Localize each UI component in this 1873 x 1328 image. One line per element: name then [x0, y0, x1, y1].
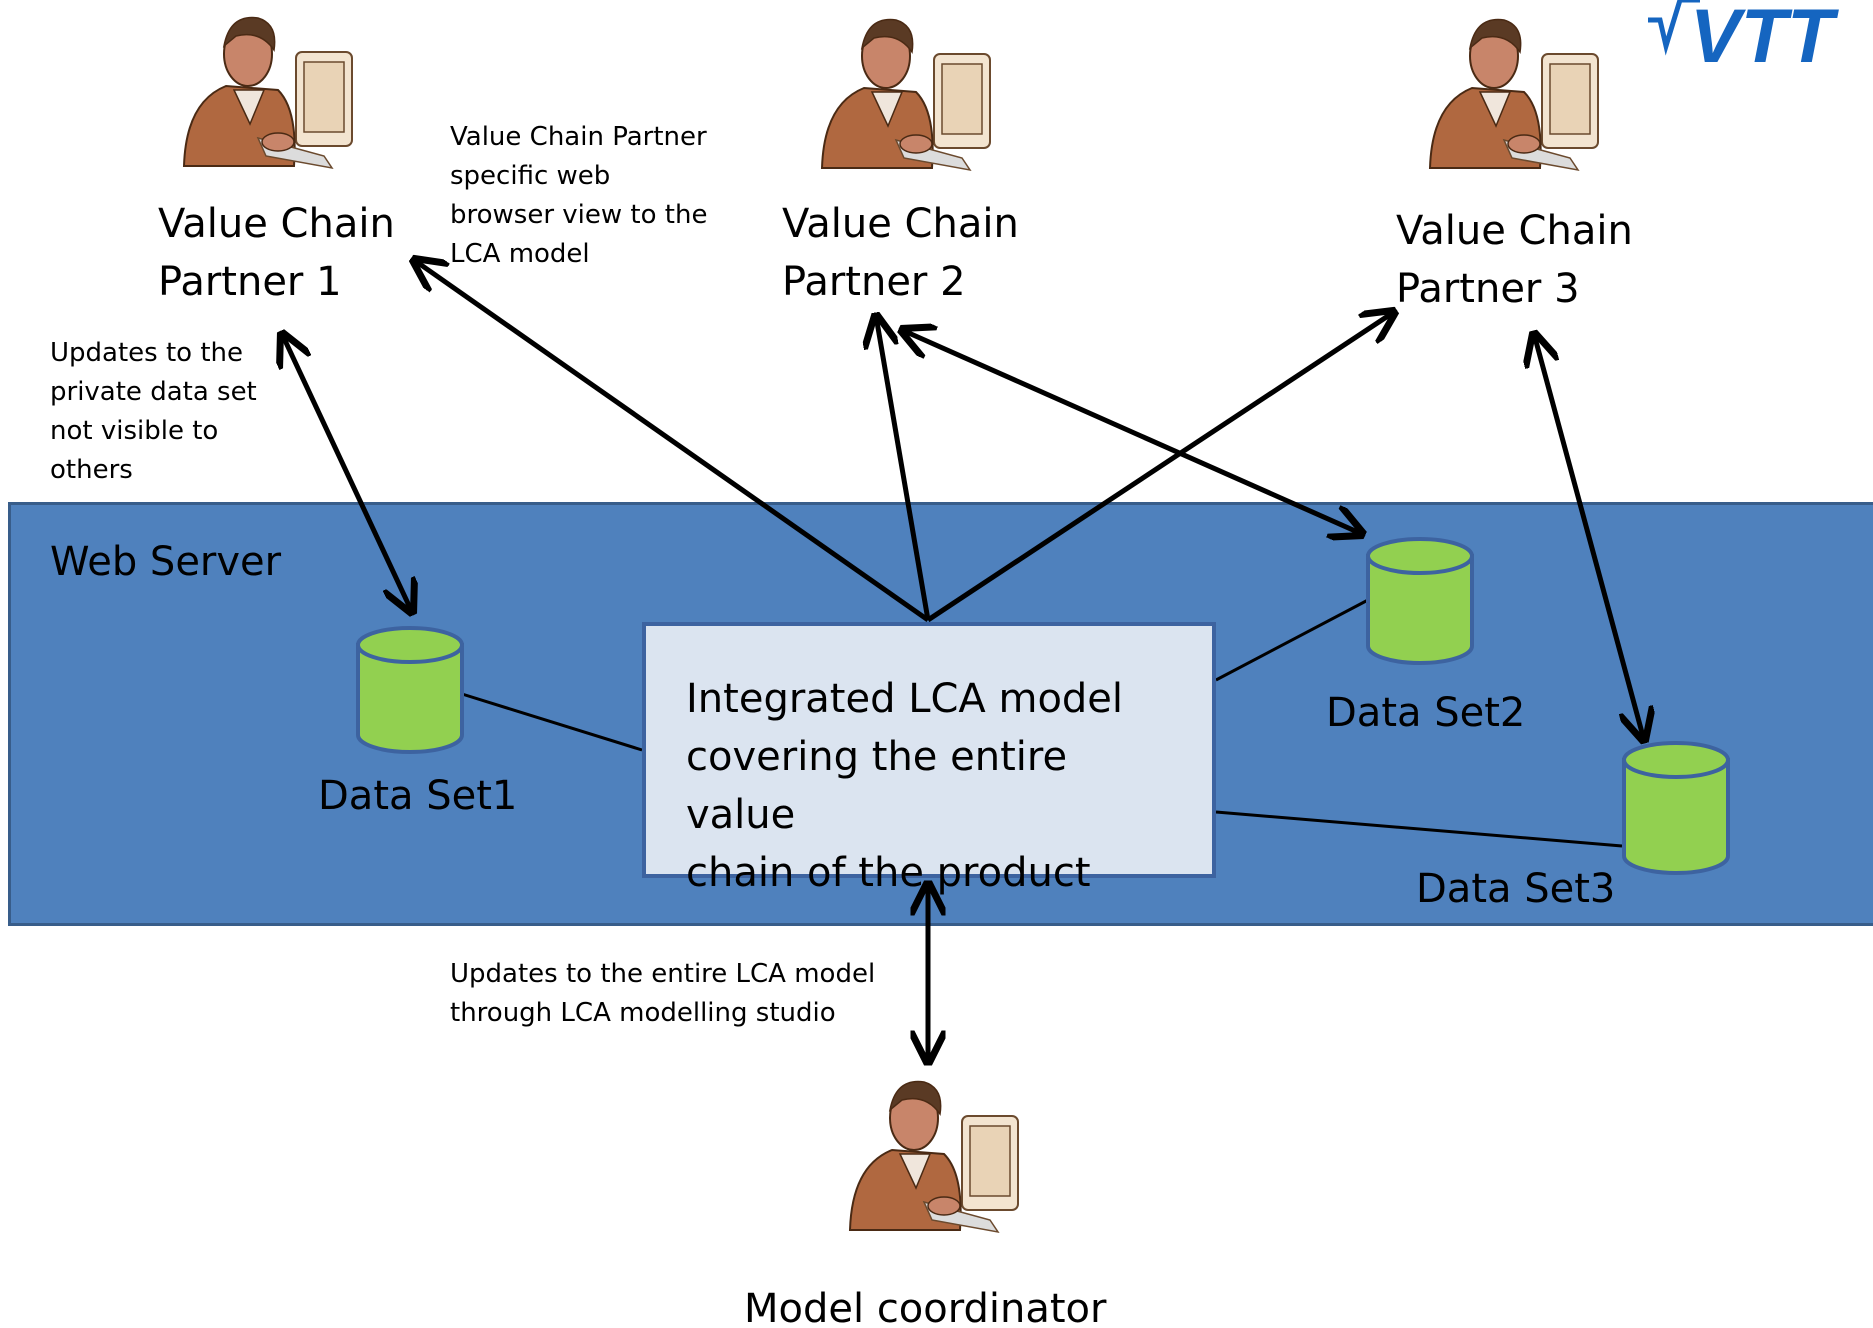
- annotation-private-updates-line3: not visible to: [50, 416, 219, 446]
- annotation-coordinator-updates: Updates to the entire LCA model through …: [450, 955, 875, 1033]
- partner3-label: Value Chain Partner 3: [1396, 207, 1633, 313]
- annotation-browser-view-line3: browser view to the: [450, 200, 708, 230]
- partner1-label: Value Chain Partner 1: [158, 200, 395, 306]
- link-model-dataset1: [461, 692, 643, 752]
- data-set1-label: Data Set1: [318, 773, 518, 819]
- annotation-private-updates-line4: others: [50, 455, 133, 485]
- data-set3-cylinder: [1622, 741, 1730, 875]
- annotation-coordinator-updates-line1: Updates to the entire LCA model: [450, 959, 876, 989]
- data-set3-label: Data Set3: [1416, 866, 1616, 912]
- annotation-private-updates: Updates to the private data set not visi…: [50, 334, 257, 490]
- data-set2-label: Data Set2: [1326, 690, 1526, 736]
- model-text-line3: chain of the product: [686, 850, 1091, 896]
- arrow-partner3-dataset3: [1534, 334, 1644, 740]
- arrow-partner1-dataset1: [282, 334, 412, 612]
- annotation-browser-view: Value Chain Partner specific web browser…: [450, 118, 707, 274]
- partner1-label-line2: Partner 1: [158, 259, 342, 305]
- coordinator-label: Model coordinator: [744, 1286, 1107, 1328]
- annotation-private-updates-line1: Updates to the: [50, 338, 244, 368]
- partner1-label-line1: Value Chain: [158, 201, 395, 247]
- model-text-line2: covering the entire value: [686, 734, 1068, 838]
- annotation-coordinator-updates-line2: through LCA modelling studio: [450, 998, 836, 1028]
- partner3-label-line2: Partner 3: [1396, 266, 1580, 312]
- data-set2-cylinder: [1366, 537, 1474, 665]
- data-set1-cylinder: [356, 626, 464, 754]
- annotation-private-updates-line2: private data set: [50, 377, 257, 407]
- vtt-logo-text: VTT: [1690, 0, 1839, 79]
- partner2-label-line1: Value Chain: [782, 201, 1019, 247]
- annotation-browser-view-line4: LCA model: [450, 239, 590, 269]
- link-model-dataset3: [1215, 810, 1623, 848]
- partner3-label-line1: Value Chain: [1396, 208, 1633, 254]
- web-server-label: Web Server: [50, 539, 282, 585]
- partner2-label: Value Chain Partner 2: [782, 200, 1019, 306]
- arrow-partner2-dataset2: [902, 330, 1362, 534]
- integrated-lca-model-box: Integrated LCA model covering the entire…: [642, 622, 1216, 896]
- link-model-dataset2: [1215, 598, 1369, 682]
- annotation-browser-view-line1: Value Chain Partner: [450, 122, 707, 152]
- model-text-line1: Integrated LCA model: [686, 676, 1124, 722]
- partner2-label-line2: Partner 2: [782, 259, 966, 305]
- arrow-model-partner1: [414, 260, 930, 623]
- annotation-browser-view-line2: specific web: [450, 161, 611, 191]
